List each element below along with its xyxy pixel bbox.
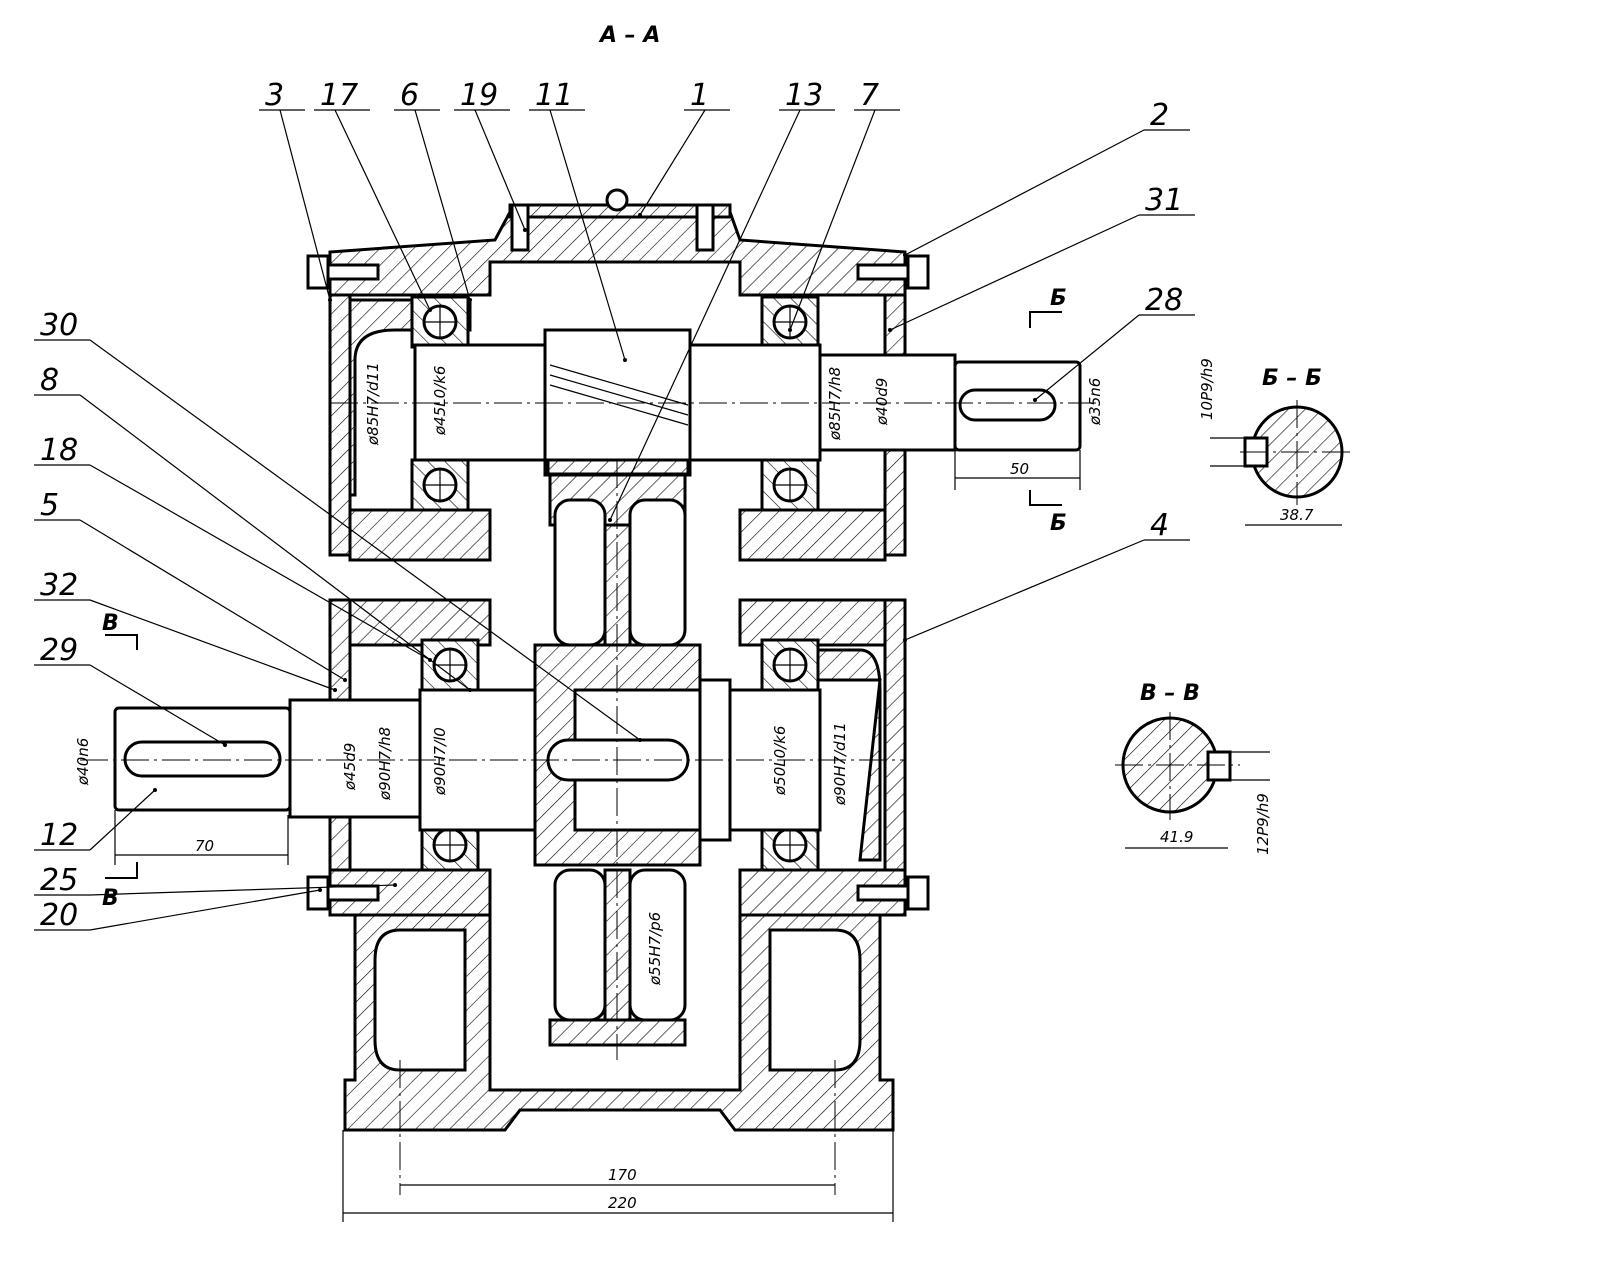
- dim-upper-2: ø45L0/k6: [431, 366, 449, 436]
- bolt: [306, 875, 380, 911]
- balloon-label: 30: [40, 308, 78, 343]
- balloon-20: 20: [34, 888, 322, 933]
- breather-plug: [605, 188, 629, 212]
- balloon-label: 31: [1145, 183, 1183, 218]
- balloon-label: 8: [40, 363, 59, 398]
- balloon-label: 28: [1145, 283, 1183, 318]
- dim-lower-1: ø40n6: [74, 738, 92, 786]
- balloon-label: 17: [320, 78, 358, 113]
- balloon-30: 30: [34, 308, 642, 742]
- balloon-label: 1: [690, 78, 709, 113]
- dim-lower-6: ø90H7/d11: [831, 722, 849, 806]
- section-v-key: 12P9/h9: [1254, 793, 1272, 855]
- bolts: [306, 188, 930, 911]
- balloon-8: 8: [34, 363, 472, 692]
- balloon-label: 7: [860, 78, 879, 113]
- balloon-6: 6: [394, 78, 472, 302]
- section-b-b: Б – Б 10P9/h9 38.7: [1198, 358, 1355, 526]
- dim-lower-3: ø90H7/h8: [376, 727, 394, 801]
- balloon-label: 2: [1150, 98, 1169, 133]
- bolt: [856, 254, 930, 290]
- centerlines: [80, 402, 1100, 1195]
- ball-bearing: [410, 295, 470, 349]
- balloon-label: 5: [40, 488, 59, 523]
- ball-bearing: [760, 295, 820, 349]
- balloon-5: 5: [34, 488, 347, 682]
- section-marks: Б Б В В: [102, 286, 1067, 911]
- balloon-label: 25: [40, 863, 78, 898]
- balloon-label: 32: [40, 568, 78, 603]
- section-b-title: Б – Б: [1262, 366, 1322, 391]
- balloon-2: 2: [903, 98, 1190, 257]
- balloon-label: 29: [40, 633, 78, 668]
- balloon-11: 11: [529, 78, 627, 362]
- balloon-18: 18: [34, 433, 432, 662]
- balloon-label: 13: [785, 78, 823, 113]
- balloon-label: 4: [1150, 508, 1169, 543]
- dim-220: 220: [608, 1194, 637, 1212]
- dim-upper-3: ø85H7/h8: [826, 367, 844, 441]
- balloon-label: 20: [40, 898, 78, 933]
- balloon-19: 19: [454, 78, 527, 232]
- balloon-1: 1: [638, 78, 730, 217]
- section-b-key: 10P9/h9: [1198, 358, 1216, 420]
- balloon-label: 11: [535, 78, 573, 113]
- ball-bearing: [760, 458, 820, 512]
- balloon-4: 4: [903, 508, 1190, 642]
- dim-lower-2: ø45d9: [341, 743, 359, 791]
- dim-upper-1: ø85H7/d11: [364, 362, 382, 446]
- balloon-25: 25: [34, 863, 397, 898]
- balloon-31: 31: [888, 183, 1195, 332]
- dim-lower-5: ø50L0/k6: [771, 726, 789, 796]
- bolt: [306, 254, 380, 290]
- dim-lower-7: ø55H7/p6: [646, 912, 664, 986]
- balloon-29: 29: [34, 633, 227, 747]
- cover-screw: [510, 203, 530, 252]
- section-title-a-a: A – A: [598, 23, 660, 48]
- ball-bearing: [410, 458, 470, 512]
- section-mark-v-top: В: [102, 611, 119, 636]
- dimensions: ø85H7/d11 ø45L0/k6 ø85H7/h8 ø40d9 ø35n6 …: [74, 362, 1104, 1222]
- balloon-7: 7: [788, 78, 900, 332]
- balloon-3: 3: [259, 78, 332, 302]
- dim-50: 50: [1010, 460, 1029, 478]
- balloon-label: 19: [460, 78, 498, 113]
- balloon-label: 6: [400, 78, 419, 113]
- dim-upper-4: ø40d9: [873, 378, 891, 426]
- section-b-depth: 38.7: [1280, 506, 1314, 524]
- bolt: [856, 875, 930, 911]
- housing: [328, 203, 907, 1132]
- section-mark-b-top: Б: [1050, 286, 1067, 311]
- balloon-label: 18: [40, 433, 78, 468]
- balloon-label: 3: [265, 78, 284, 113]
- balloon-13: 13: [608, 78, 835, 522]
- ball-bearing: [420, 638, 480, 692]
- balloon-28: 28: [1033, 283, 1195, 402]
- cover-screw: [695, 203, 715, 252]
- keyway-29: [123, 740, 282, 778]
- section-v-title: В – В: [1140, 681, 1200, 706]
- balloon-12: 12: [34, 788, 157, 853]
- worm-wheel: [548, 473, 687, 1047]
- section-mark-b-bottom: Б: [1050, 511, 1067, 536]
- keyway-28: [958, 388, 1057, 422]
- dim-upper-5: ø35n6: [1086, 378, 1104, 426]
- balloon-17: 17: [314, 78, 432, 312]
- section-v-depth: 41.9: [1160, 828, 1193, 846]
- balloon-label: 12: [40, 818, 78, 853]
- dim-70: 70: [195, 837, 214, 855]
- ball-bearing: [760, 638, 820, 692]
- dim-170: 170: [608, 1166, 637, 1184]
- balloon-32: 32: [34, 568, 337, 692]
- dim-lower-4: ø90H7/l0: [431, 727, 449, 796]
- section-v-v: В – В 12P9/h9 41.9: [1115, 681, 1272, 855]
- section-mark-v-bottom: В: [102, 886, 119, 911]
